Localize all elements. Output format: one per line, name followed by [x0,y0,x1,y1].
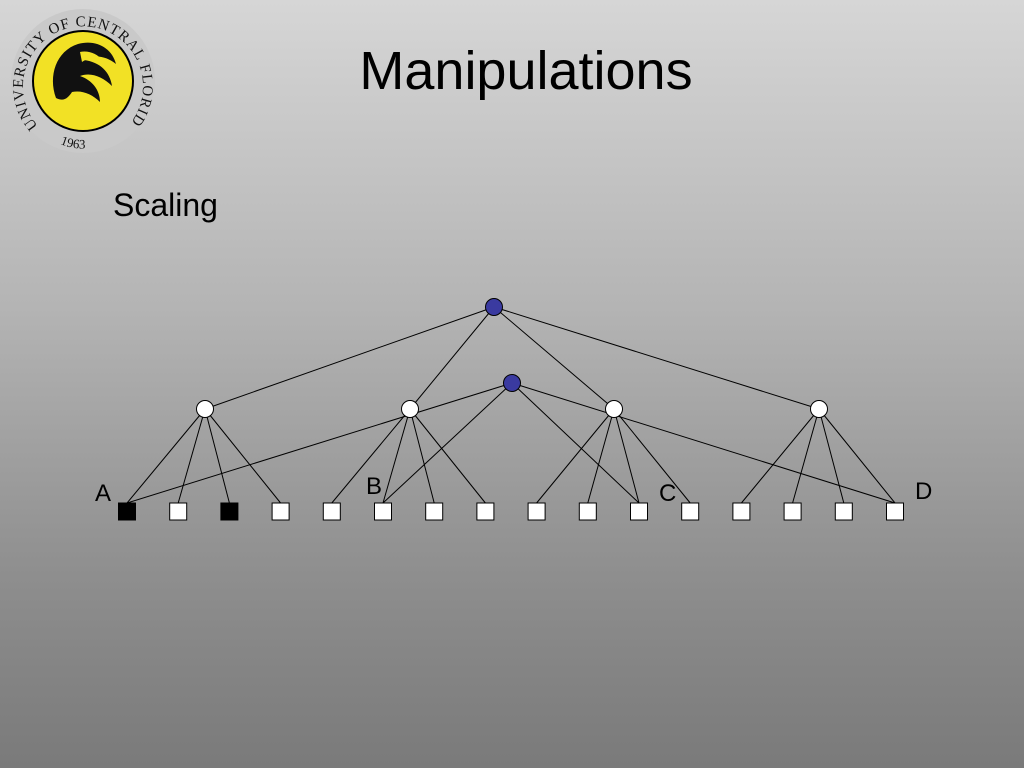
edge-root-internal [409,306,495,410]
edge-internal-leaf [204,408,281,504]
edge-internal-leaf [818,408,896,504]
edge-root-internal [204,306,495,410]
edge-internal-leaf [126,408,206,504]
edge-internal-leaf [382,408,411,504]
edge-internal-leaf [613,408,691,504]
leaf [834,502,853,521]
leaf-selected [220,502,239,521]
edge-internal-leaf [818,408,845,504]
leaf [527,502,546,521]
ucf-seal-icon: UNIVERSITY OF CENTRAL FLORIDA 1963 [8,6,155,153]
leaf [169,502,188,521]
internal-node [401,400,419,418]
tree-leaves [118,502,904,521]
leaf [732,502,751,521]
internal-node [810,400,828,418]
leaf [425,502,444,521]
leaf-selected [118,502,136,521]
edge-internal-leaf [741,408,820,504]
label-c: C [659,480,676,507]
edge-internal-leaf [613,408,640,504]
label-d: D [915,478,932,505]
svg-text:1963: 1963 [59,133,86,152]
slide-title: Manipulations [359,41,693,101]
leaf [476,502,495,521]
internal-node [605,400,623,418]
edge-internal-leaf [331,408,411,504]
edge-root-internal [493,306,615,410]
leaf [271,502,290,521]
label-b: B [366,473,382,500]
leaf [681,502,700,521]
edge-internal-leaf [536,408,615,504]
edge-internal-leaf [177,408,206,504]
label-a: A [95,480,111,507]
leaf [578,502,597,521]
leaf [783,502,802,521]
edge-scaled-root-leaf [511,382,640,504]
edge-internal-leaf [204,408,230,504]
leaf [374,502,392,521]
tree-nodes [196,298,828,418]
internal-node [196,400,214,418]
leaf [322,502,341,521]
edge-internal-leaf [409,408,486,504]
leaf [886,502,904,521]
edge-scaled-root-leaf [382,382,513,504]
edge-internal-leaf [409,408,435,504]
seal-year: 1963 [59,133,86,152]
edge-root-internal [493,306,820,410]
edge-internal-leaf [792,408,820,504]
scaled-root-node [503,374,521,392]
leaf [630,502,648,521]
slide-subtitle: Scaling [113,187,218,223]
edge-scaled-root-leaf [511,382,896,504]
root-node [485,298,503,316]
edge-scaled-root-leaf [126,382,513,504]
tree-edges [126,306,896,504]
edge-internal-leaf [587,408,615,504]
